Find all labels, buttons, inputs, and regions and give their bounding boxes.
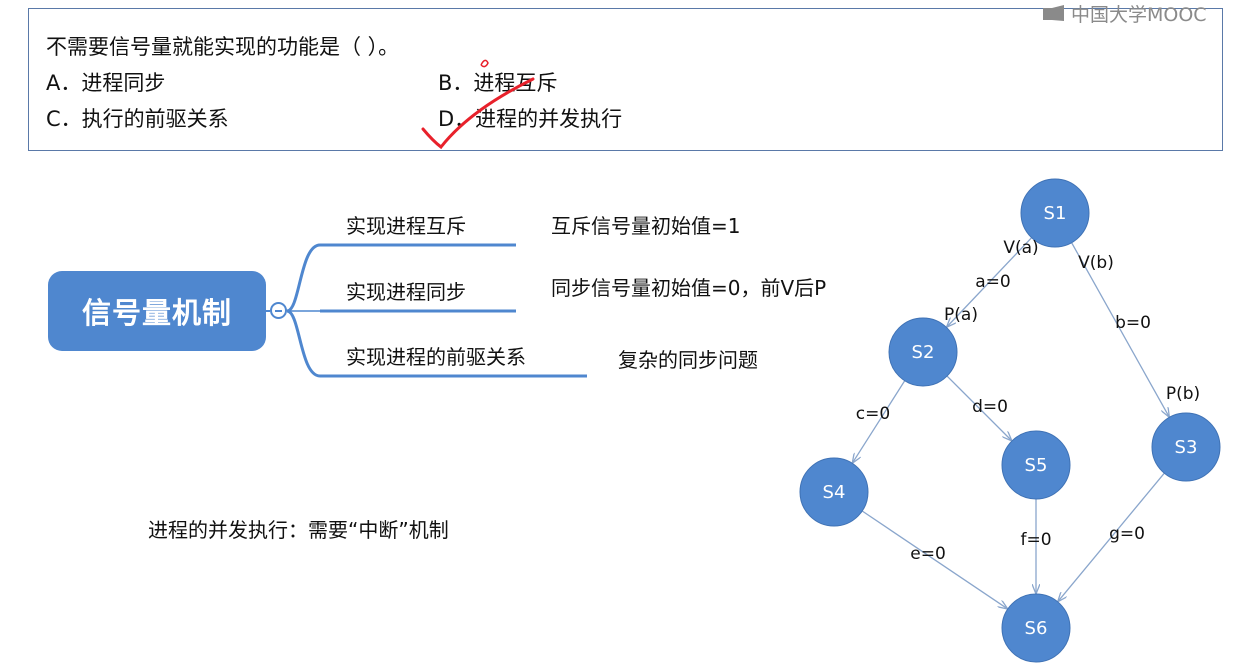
edge-label: c=0 [856,404,890,424]
branch-precedence[interactable]: 实现进程的前驱关系 [346,345,526,369]
edge-label: b=0 [1115,313,1151,333]
mooc-watermark: 中国大学MOOC [1043,0,1207,26]
option-b[interactable]: B．进程互斥 [438,71,558,95]
edge-label: V(b) [1078,253,1114,273]
edge-label: f=0 [1020,530,1051,550]
node-label-s4: S4 [823,482,846,503]
edge-s3-s6 [1058,472,1165,601]
edge-label: a=0 [975,272,1010,292]
question-stem: 不需要信号量就能实现的功能是（ ）。 [46,35,400,59]
branch-mutex-desc: 互斥信号量初始值=1 [551,214,741,238]
edge-s1-s2 [947,237,1033,327]
node-label-s3: S3 [1175,437,1198,458]
collapse-toggle-icon[interactable] [270,302,287,319]
node-label-s6: S6 [1025,618,1048,639]
edge-label: P(b) [1166,384,1200,404]
branch-sync[interactable]: 实现进程同步 [346,280,466,304]
edge-s2-s4 [853,380,906,463]
node-s3[interactable] [1151,412,1221,482]
node-label-s5: S5 [1025,455,1048,476]
question-box [28,8,1223,151]
branch-mutex[interactable]: 实现进程互斥 [346,214,466,238]
option-c[interactable]: C．执行的前驱关系 [46,107,229,131]
edge-s4-s6 [861,510,1007,608]
branch-precedence-desc: 复杂的同步问题 [618,348,758,372]
concurrent-execution-note: 进程的并发执行：需要“中断”机制 [148,518,449,542]
edge-label: P(a) [944,305,978,325]
answer-checkmark-icon [421,59,535,150]
edge-label: d=0 [972,397,1008,417]
node-s4[interactable] [799,457,869,527]
branch-sync-desc: 同步信号量初始值=0，前V后P [551,276,827,300]
edge-label: V(a) [1003,238,1038,258]
edge-label: e=0 [910,544,946,564]
edge-label: g=0 [1109,524,1145,544]
node-s6[interactable] [1001,593,1071,663]
node-s5[interactable] [1001,430,1071,500]
edge-s2-s5 [946,375,1011,440]
node-s1[interactable] [1020,178,1090,248]
watermark-text: 中国大学MOOC [1071,3,1207,26]
option-a[interactable]: A．进程同步 [46,71,166,95]
mooc-logo-icon [1043,5,1064,21]
node-s2[interactable] [888,317,958,387]
mindmap-root[interactable]: 信号量机制 [48,271,266,351]
node-label-s1: S1 [1044,203,1067,224]
edge-s1-s3 [1071,242,1169,417]
node-label-s2: S2 [912,342,935,363]
